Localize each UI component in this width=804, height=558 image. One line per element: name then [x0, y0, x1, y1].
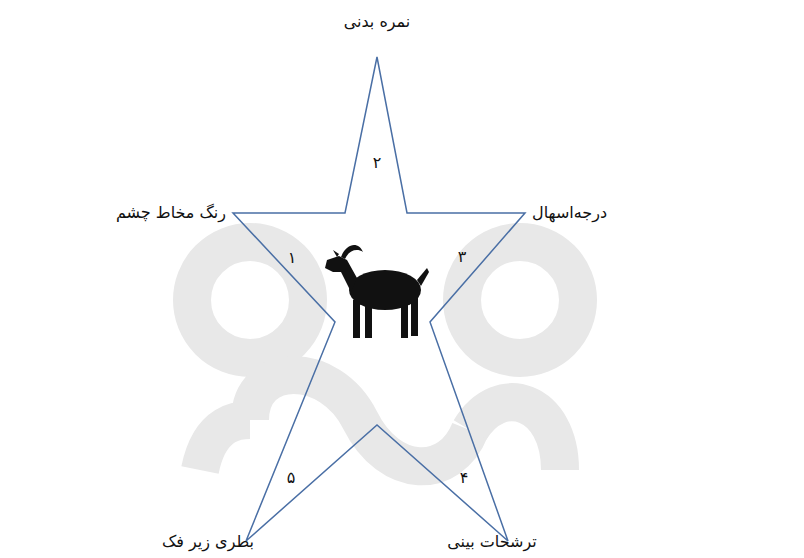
tip-label: ترشحات بینی	[447, 532, 536, 551]
callout-number: ۴	[460, 468, 469, 487]
tip-label: بطری زیر فک	[162, 532, 254, 551]
star-shape: ۱ ۲ ۳ ۴ ۵	[233, 57, 525, 541]
tip-label: رنگ مخاط چشم	[116, 203, 226, 222]
tip-label: درجه‌اسهال	[532, 203, 607, 222]
callout-number: ۱	[288, 248, 297, 267]
callout-number: ۲	[373, 153, 382, 172]
callout-number: ۳	[458, 247, 467, 266]
goat-silhouette	[325, 245, 429, 338]
tip-label: نمره بدنی	[344, 12, 411, 31]
star-outline	[231, 55, 527, 543]
callout-number: ۵	[287, 468, 296, 487]
